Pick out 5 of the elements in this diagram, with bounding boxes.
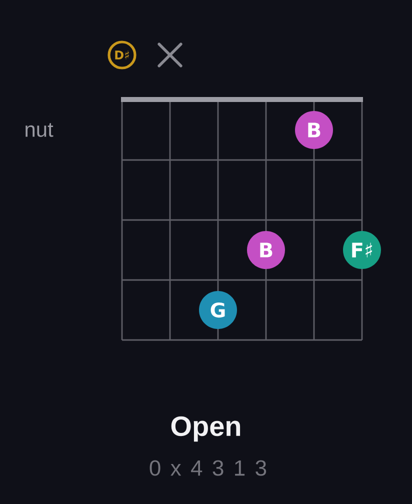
mute-cross — [158, 42, 182, 68]
chord-title: Open — [171, 416, 240, 442]
fingering-text: 0 x 4 3 1 3 — [150, 460, 266, 476]
nut-label: nut — [26, 123, 54, 137]
note-ring: D♯ — [108, 40, 136, 70]
